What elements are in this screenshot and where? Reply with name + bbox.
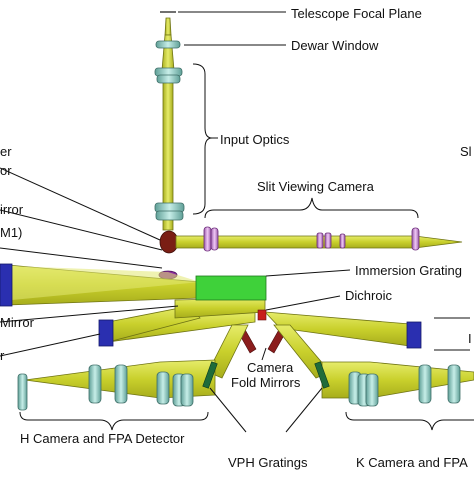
label-left-cut-1: er bbox=[0, 144, 12, 159]
label-left-cut-4: M1) bbox=[0, 225, 22, 240]
label-right-cut-1: Sl bbox=[460, 144, 472, 159]
label-dewar-window: Dewar Window bbox=[291, 38, 379, 53]
label-k-camera: K Camera and FPA bbox=[356, 455, 468, 470]
label-camera-fold-1: Camera bbox=[247, 360, 294, 375]
left-blue-detector bbox=[0, 263, 13, 307]
label-input-optics: Input Optics bbox=[220, 132, 290, 147]
k-camera-lenses bbox=[348, 364, 461, 407]
label-h-camera: H Camera and FPA Detector bbox=[20, 431, 185, 446]
vph-grating-right bbox=[314, 361, 330, 389]
label-vph-gratings: VPH Gratings bbox=[228, 455, 308, 470]
right-blue-detector bbox=[406, 321, 422, 349]
label-immersion-grating: Immersion Grating bbox=[355, 263, 462, 278]
dichroic-element bbox=[257, 309, 267, 321]
label-left-cut-6: r bbox=[0, 348, 5, 363]
dewar-window-lens bbox=[155, 40, 181, 49]
leader-lines bbox=[0, 11, 474, 433]
input-optics-bottom-lens bbox=[154, 202, 185, 221]
label-left-cut-3: irror bbox=[0, 202, 24, 217]
left-lower-blue-detector bbox=[98, 319, 114, 347]
label-dichroic: Dichroic bbox=[345, 288, 392, 303]
slit-viewing-lenses bbox=[203, 226, 420, 252]
slit-mirror bbox=[159, 230, 179, 254]
input-optics-top-lens bbox=[154, 67, 183, 84]
label-slit-viewing-camera: Slit Viewing Camera bbox=[257, 179, 375, 194]
label-telescope-focal-plane: Telescope Focal Plane bbox=[291, 6, 422, 21]
label-left-cut-5: Mirror bbox=[0, 315, 35, 330]
label-camera-fold-2: Fold Mirrors bbox=[231, 375, 301, 390]
immersion-grating bbox=[195, 275, 267, 301]
h-camera-lenses bbox=[17, 364, 194, 411]
vph-grating-left bbox=[202, 361, 218, 389]
label-right-cut-2: I bbox=[468, 331, 472, 346]
label-left-cut-2: or bbox=[0, 163, 12, 178]
